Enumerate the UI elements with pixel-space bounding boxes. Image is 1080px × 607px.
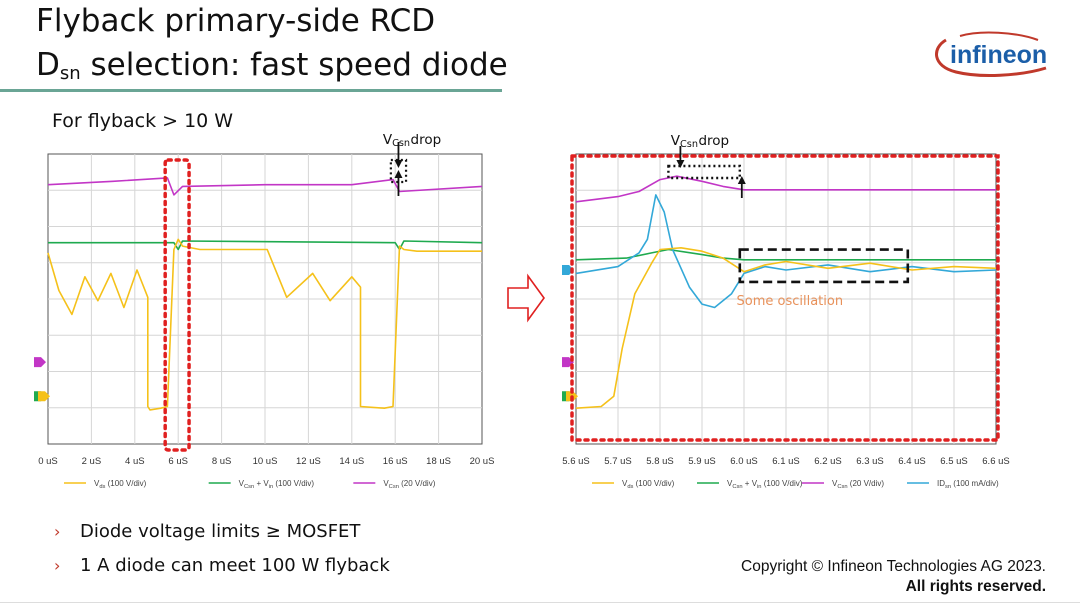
drop-box <box>389 158 408 184</box>
arrow-head <box>394 170 403 178</box>
x-tick-label: 8 uS <box>212 456 232 467</box>
x-tick-label: 6.1 uS <box>772 456 799 467</box>
oscillation-box <box>738 248 910 284</box>
oscillation-label: Some oscillation <box>737 294 844 309</box>
x-tick-label: 2 uS <box>82 456 102 467</box>
chevron-right-icon: › <box>54 522 61 541</box>
legend-entry: VCsn + Vin (100 V/div) <box>727 479 803 490</box>
infineon-logo: infineon <box>935 31 1047 77</box>
x-tick-label: 5.6 uS <box>562 456 589 467</box>
x-tick-label: 5.8 uS <box>646 456 673 467</box>
scope-plot-right: 5.6 uS 5.7 uS 5.8 uS 5.9 uS 6.0 uS 6.1 uS 6.2 … <box>507 133 1010 490</box>
x-tick-label: 18 uS <box>426 456 451 467</box>
vcsn-drop-label: VCsn drop <box>383 132 441 149</box>
bullet-item: › Diode voltage limits ≥ MOSFET <box>54 520 390 554</box>
arrow-head <box>394 160 403 168</box>
x-tick-label: 16 uS <box>383 456 408 467</box>
series-trace <box>575 175 996 203</box>
series-trace <box>575 247 997 409</box>
x-tick-label: 6.6 uS <box>982 456 1009 467</box>
x-tick-label: 12 uS <box>296 456 321 467</box>
title-rest: selection: fast speed diode <box>80 47 508 83</box>
highlight-box <box>163 158 191 452</box>
x-tick-label: 4 uS <box>125 456 145 467</box>
x-tick-label: 14 uS <box>339 456 364 467</box>
bullet-item: › 1 A diode can meet 100 W flyback <box>54 554 390 588</box>
x-tick-label: 20 uS <box>470 456 495 467</box>
legend-entry: VCsn (20 V/div) <box>832 479 884 490</box>
vcsn-drop-label: VCsn drop <box>671 133 729 150</box>
x-tick-label: 6 uS <box>168 456 188 467</box>
slide-title-line2: Dsn selection: fast speed diode <box>36 46 508 84</box>
legend-entry: VCsn (20 V/div) <box>383 479 435 490</box>
series-trace <box>575 248 996 261</box>
title-d: D <box>36 47 60 83</box>
x-tick-label: 6.4 uS <box>898 456 925 467</box>
series-trace <box>575 194 997 309</box>
subtitle: For flyback > 10 W <box>52 110 234 132</box>
scope-plot-left: 0 uS 2 uS 4 uS 6 uS 8 uS 10 uS 12 uS 14 uS 16 uS… <box>34 132 495 490</box>
slide-title-line1: Flyback primary-side RCD <box>36 3 436 39</box>
bottom-divider <box>0 602 1080 603</box>
x-tick-label: 10 uS <box>253 456 278 467</box>
highlight-box <box>570 154 1000 442</box>
x-tick-label: 5.7 uS <box>604 456 631 467</box>
x-tick-label: 6.3 uS <box>856 456 883 467</box>
legend-entry: VCsn + Vin (100 V/div) <box>239 479 315 490</box>
copyright-line2: All rights reserved. <box>905 578 1046 595</box>
series-trace <box>48 240 483 251</box>
legend-entry: IDsn (100 mA/div) <box>937 479 999 490</box>
chevron-right-icon: › <box>54 556 61 575</box>
x-tick-label: 6.0 uS <box>730 456 757 467</box>
bullet-text: 1 A diode can meet 100 W flyback <box>80 555 390 576</box>
arrow-head <box>676 160 685 168</box>
logo-wordmark: infineon <box>950 41 1047 69</box>
series-trace <box>47 238 482 411</box>
legend-entry: Vds (100 V/div) <box>94 479 147 490</box>
x-tick-label: 6.2 uS <box>814 456 841 467</box>
x-tick-label: 5.9 uS <box>688 456 715 467</box>
copyright: Copyright © Infineon Technologies AG 202… <box>741 557 1046 597</box>
channel-marker-icon <box>38 391 50 402</box>
x-tick-label: 0 uS <box>38 456 58 467</box>
zoom-arrow-icon <box>507 273 545 323</box>
bullet-list: › Diode voltage limits ≥ MOSFET › 1 A diod… <box>54 520 390 588</box>
copyright-line1: Copyright © Infineon Technologies AG 202… <box>741 558 1046 575</box>
x-tick-label: 6.5 uS <box>940 456 967 467</box>
channel-marker-icon <box>34 357 46 368</box>
arrow-head <box>737 176 746 184</box>
title-subscript: sn <box>59 63 81 84</box>
legend-entry: Vds (100 V/div) <box>622 479 675 490</box>
series-trace <box>47 177 483 196</box>
bullet-text: Diode voltage limits ≥ MOSFET <box>80 521 361 542</box>
drop-box <box>667 164 741 180</box>
title-divider <box>0 89 502 92</box>
